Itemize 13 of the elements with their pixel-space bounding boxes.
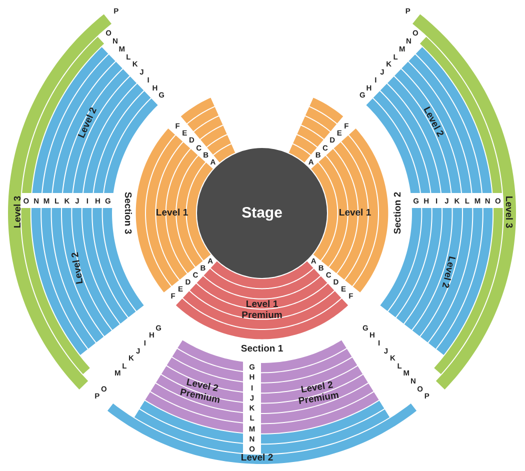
zone-label: Level 2	[77, 106, 99, 140]
zone-label: Level 3	[503, 196, 513, 228]
section-label: Section 1	[240, 344, 284, 354]
zone-label: Level 2 Premium	[178, 376, 222, 408]
zone-label: Level 2	[440, 255, 456, 289]
section-label: Section 2	[393, 192, 403, 234]
zone-label: Level 2	[240, 453, 274, 463]
stage-label: Stage	[242, 206, 282, 220]
zone-label: Level 2 Premium	[296, 380, 341, 408]
section-label: Section 3	[122, 192, 132, 234]
zone-label: Level 3	[13, 196, 23, 228]
zone-label: Level 2	[70, 251, 86, 285]
zone-label: Level 1 Premium	[240, 300, 284, 322]
